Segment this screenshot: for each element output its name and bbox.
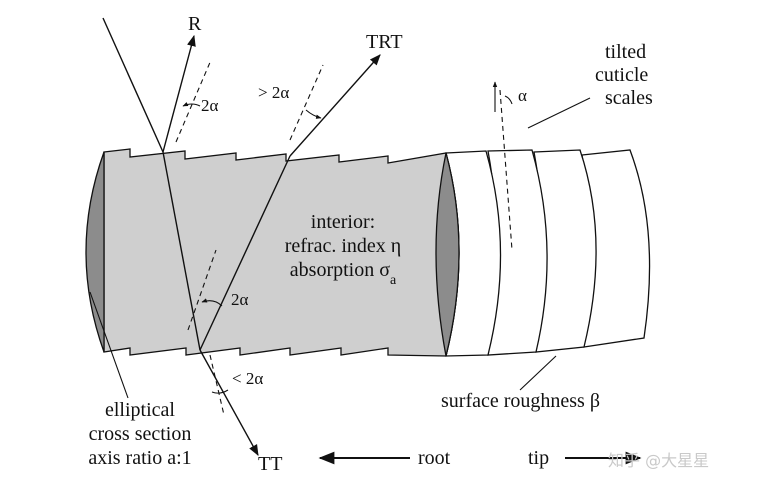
arc-trt [305,109,322,119]
label-tip: tip [528,447,549,469]
left-elliptical-cap [85,151,105,353]
hair-tip-segments [445,149,651,357]
hair-body [103,148,460,357]
light-rays [102,17,381,456]
normal-tt [209,354,225,416]
arc-tt [211,389,229,394]
label-angle-interior: 2α [231,290,249,309]
label-surface-roughness: surface roughness β [441,390,600,412]
alpha-tilt-indicator [492,81,513,112]
surface-label-pointer [519,355,557,391]
tt-ray [199,349,259,456]
label-root: root [418,447,451,469]
svg-text:tilted: tilted [605,41,646,63]
normal-trt [289,64,324,141]
tilted-label-pointer [527,97,591,129]
svg-text:scales: scales [605,87,653,109]
tilted-cuticle-scales-label: tilted cuticle scales [595,41,653,109]
r-ray [162,34,196,153]
svg-text:interior:: interior: [311,211,375,233]
incident-ray [102,17,164,153]
label-trt: TRT [366,31,403,53]
elliptical-label-pointer [89,291,129,399]
label-angle-tt: < 2α [232,369,263,388]
label-r: R [188,13,202,35]
svg-text:axis ratio a:1: axis ratio a:1 [88,447,191,469]
svg-text:absorption σa: absorption σa [290,259,397,288]
svg-text:refrac. index η: refrac. index η [285,235,402,257]
angle-arcs [182,101,322,394]
trt-ray [289,54,381,157]
normals [175,59,513,416]
interior-label: interior: refrac. index η absorption σa [285,211,402,288]
svg-text:cross section: cross section [89,423,192,445]
label-angle-r: 2α [201,96,219,115]
right-elliptical-cap [435,152,460,357]
svg-text:elliptical: elliptical [105,399,175,421]
internal-ray-down [162,151,201,351]
watermark: 知乎 @大星星 [608,451,709,470]
label-angle-trt: > 2α [258,83,289,102]
arc-r [182,101,201,107]
svg-text:cuticle: cuticle [595,64,648,86]
normal-r [175,59,212,143]
internal-ray-up [199,155,291,351]
elliptical-cross-section-label: elliptical cross section axis ratio a:1 [88,399,191,469]
label-alpha: α [518,86,527,105]
label-tt: TT [258,453,282,475]
arc-interior [201,298,223,307]
